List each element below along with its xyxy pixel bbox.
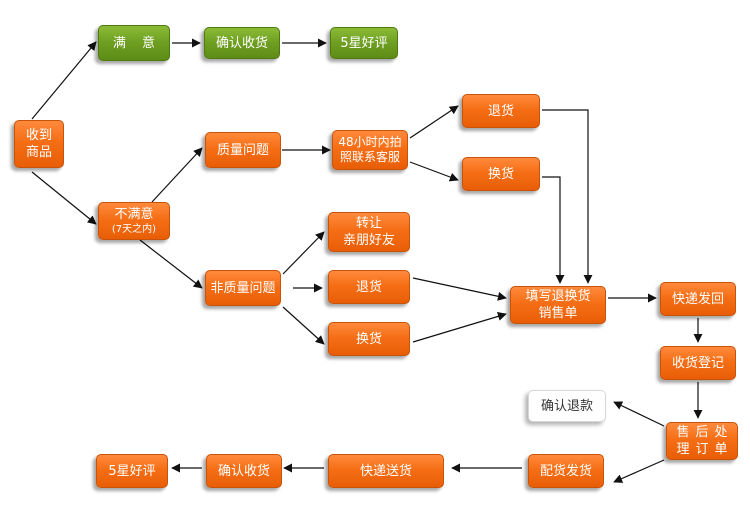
node-confirm-refund: 确认退款 (528, 390, 606, 422)
node-process-order: 售后处 理订单 (666, 422, 738, 460)
node-label: 快递送货 (359, 463, 412, 479)
node-non-quality-issue: 非质量问题 (205, 270, 281, 306)
node-fill-return-form: 填写退换货 销售单 (510, 286, 606, 324)
node-express-delivery: 快递送货 (328, 454, 444, 488)
node-exchange-quality: 换货 (462, 157, 540, 191)
node-exchange-nonquality: 换货 (328, 322, 410, 356)
node-label: 确认收货 (217, 463, 270, 479)
node-confirm-receipt-bottom: 确认收货 (206, 454, 282, 488)
node-label: 5星好评 (108, 463, 156, 479)
node-label: 退货 (487, 103, 514, 119)
node-dispatch-goods: 配货发货 (528, 454, 604, 488)
arrow-process-refund (613, 401, 665, 427)
node-label: 换货 (355, 331, 382, 347)
arrow-photo-exchange (409, 161, 459, 182)
arrow-return-form (542, 109, 589, 280)
node-return-quality: 退货 (462, 94, 540, 128)
node-label: 5星好评 (340, 35, 388, 51)
node-photo-48h: 48小时内拍 照联系客服 (332, 130, 408, 170)
node-label: 满 意 (112, 35, 162, 51)
node-label: 不满意 (114, 207, 154, 222)
node-label: 48小时内拍 照联系客服 (338, 135, 402, 164)
arrow-unsatisfied-quality (151, 147, 203, 203)
arrow-nonquality-exchange (282, 306, 325, 345)
arrow-exchange-form (542, 176, 561, 280)
node-quality-issue: 质量问题 (205, 132, 281, 168)
node-label: 收货登记 (671, 355, 724, 371)
node-satisfied: 满 意 (98, 25, 170, 61)
node-label: 转让 亲朋好友 (342, 216, 395, 248)
node-label: 确认收货 (215, 35, 268, 51)
node-receive-goods: 收到 商品 (14, 120, 64, 168)
node-label: 质量问题 (216, 142, 269, 158)
node-label: 确认退款 (540, 398, 593, 414)
node-confirm-receipt-top: 确认收货 (204, 27, 280, 59)
node-label: 配货发货 (539, 463, 592, 479)
node-five-star-bottom: 5星好评 (96, 454, 168, 488)
node-sublabel: (7天之内) (111, 224, 157, 235)
node-label: 填写退换货 销售单 (525, 289, 591, 321)
node-label: 退货 (355, 279, 382, 295)
arrow-unsatisfied-nonquality (139, 239, 203, 289)
node-label: 快递发回 (671, 291, 724, 307)
arrow-exchangen-form (412, 312, 507, 343)
node-register-receipt: 收货登记 (660, 346, 736, 380)
node-label: 售后处 理订单 (676, 425, 734, 457)
arrow-nonquality-gift (282, 231, 325, 275)
node-five-star-top: 5星好评 (330, 27, 398, 59)
arrow-process-dispatch (613, 459, 665, 483)
arrow-receive-unsatisfied (31, 171, 97, 225)
node-ship-back: 快递发回 (660, 282, 736, 316)
node-unsatisfied: 不满意 (7天之内) (98, 202, 170, 240)
node-label: 非质量问题 (210, 280, 276, 296)
node-gift-friends: 转让 亲朋好友 (328, 212, 410, 252)
node-return-nonquality: 退货 (328, 270, 410, 304)
arrow-returnn-form (412, 277, 507, 301)
node-label: 收到 商品 (25, 128, 52, 160)
arrow-photo-return (409, 105, 459, 139)
arrow-receive-satisfied (31, 41, 97, 120)
node-label: 换货 (487, 166, 514, 182)
